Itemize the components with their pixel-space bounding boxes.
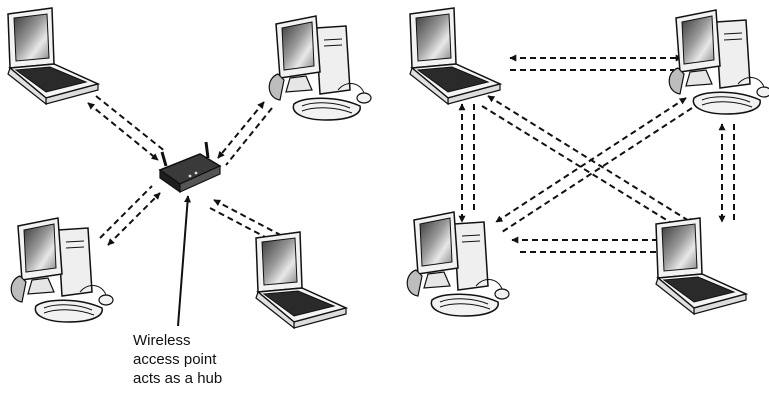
laptop-icon bbox=[655, 217, 747, 315]
link-topleft-laptop-to-bottomright-laptop bbox=[481, 95, 695, 233]
caption-line: acts as a hub bbox=[133, 370, 223, 387]
desktop-computer-icon bbox=[406, 211, 510, 317]
laptop-icon bbox=[409, 7, 501, 105]
desktop-computer-icon bbox=[10, 217, 114, 323]
infrastructure-diagram bbox=[7, 7, 372, 329]
desktop-computer-icon bbox=[268, 15, 372, 121]
link-topleft-laptop-to-access-point bbox=[87, 95, 167, 161]
ad-hoc-diagram bbox=[406, 7, 769, 317]
link-topleft-laptop-to-topright-desktop bbox=[509, 54, 683, 71]
laptop-icon bbox=[7, 7, 99, 105]
link-topright-desktop-to-bottomleft-desktop bbox=[495, 97, 693, 233]
link-topright-desktop-to-access-point bbox=[217, 101, 273, 166]
caption-line: Wireless bbox=[133, 332, 191, 349]
link-topleft-laptop-to-bottomleft-desktop bbox=[458, 103, 475, 223]
link-topright-desktop-to-bottomright-laptop bbox=[718, 123, 735, 223]
caption-pointer-arrow bbox=[177, 195, 192, 327]
laptop-icon bbox=[255, 231, 347, 329]
caption-line: access point bbox=[133, 351, 217, 368]
link-bottomleft-desktop-to-access-point bbox=[99, 185, 161, 246]
wireless-access-point-icon bbox=[158, 140, 222, 194]
access-point-caption: Wireless access point acts as a hub bbox=[133, 331, 222, 388]
